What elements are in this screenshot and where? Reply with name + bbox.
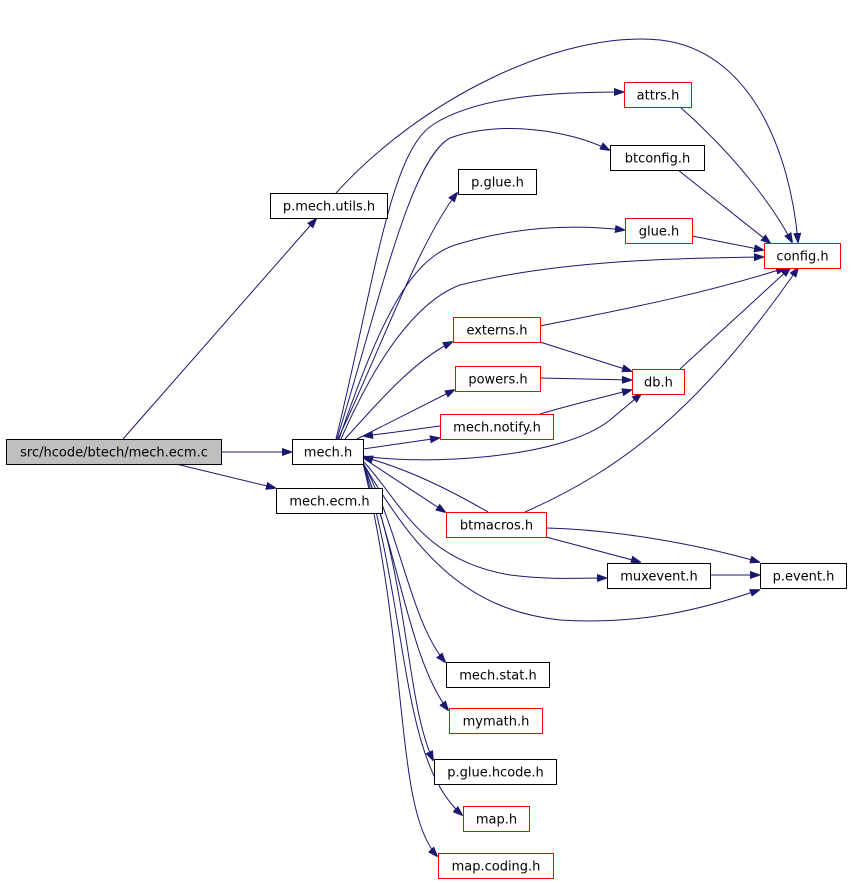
node-mech-notify-h[interactable]: mech.notify.h [440, 414, 554, 440]
node-label: db.h [644, 376, 673, 391]
node-label: mech.h [304, 446, 352, 461]
node-p-glue-h[interactable]: p.glue.h [458, 169, 537, 195]
node-box [624, 82, 692, 108]
node-p-mech-utils-h[interactable]: p.mech.utils.h [270, 193, 388, 219]
node-mech-ecm-c[interactable]: src/hcode/btech/mech.ecm.c [6, 439, 222, 465]
edge-mech-ecm-c-to-p-mech-utils-h [122, 219, 316, 440]
node-label: p.glue.hcode.h [447, 766, 544, 781]
node-label: src/hcode/btech/mech.ecm.c [20, 446, 208, 461]
edge-mech-ecm-c-to-mech-ecm-h [175, 463, 275, 488]
node-label: powers.h [468, 373, 527, 388]
node-box [6, 439, 222, 465]
node-glue-h[interactable]: glue.h [625, 218, 693, 244]
edge-btconfig-h-to-config-h [677, 169, 770, 243]
edge-btmacros-h-to-config-h [524, 268, 798, 513]
edge-mech-h-to-btconfig-h [336, 128, 609, 440]
edge-mech-notify-h-to-mech-h [364, 425, 441, 436]
edge-db-h-to-config-h [679, 268, 790, 370]
node-box [292, 439, 364, 465]
node-label: btconfig.h [625, 152, 691, 167]
node-box [449, 708, 543, 734]
node-config-h[interactable]: config.h [764, 243, 841, 269]
node-box [607, 563, 711, 589]
node-label: config.h [776, 250, 828, 265]
edge-btmacros-h-to-mech-h [364, 457, 489, 513]
edge-mech-h-to-glue-h [338, 227, 624, 440]
node-label: attrs.h [637, 89, 680, 104]
node-mech-h[interactable]: mech.h [292, 439, 364, 465]
edge-mech-h-to-p-glue-h [337, 193, 457, 440]
node-box [760, 563, 847, 589]
edge-externs-h-to-db-h [539, 341, 631, 371]
node-muxevent-h[interactable]: muxevent.h [607, 563, 711, 589]
node-box [440, 414, 554, 440]
node-label: map.h [476, 813, 517, 828]
node-label: mech.stat.h [459, 669, 537, 684]
edge-mech-h-to-externs-h [344, 342, 452, 440]
node-btconfig-h[interactable]: btconfig.h [610, 145, 705, 171]
node-box [764, 243, 841, 269]
edge-glue-h-to-config-h [691, 235, 763, 250]
node-label: mech.notify.h [453, 421, 541, 436]
node-label: map.coding.h [452, 860, 541, 875]
node-btmacros-h[interactable]: btmacros.h [446, 512, 547, 538]
edge-mech-h-to-muxevent-h [362, 460, 606, 578]
node-box [455, 366, 541, 392]
node-label: btmacros.h [460, 519, 533, 534]
node-label: glue.h [639, 225, 679, 240]
node-box [463, 806, 530, 832]
edge-mech-notify-h-to-db-h [539, 390, 631, 415]
edge-mech-h-to-db-h [362, 394, 641, 461]
node-mymath-h[interactable]: mymath.h [449, 708, 543, 734]
nodes-layer: src/hcode/btech/mech.ecm.c p.mech.utils.h… [6, 82, 847, 879]
node-box [453, 317, 541, 343]
node-mech-ecm-h[interactable]: mech.ecm.h [276, 488, 383, 514]
node-powers-h[interactable]: powers.h [455, 366, 541, 392]
edge-mech-h-to-powers-h [356, 390, 454, 440]
node-box [276, 488, 383, 514]
edge-externs-h-to-config-h [539, 268, 785, 327]
node-p-glue-hcode-h[interactable]: p.glue.hcode.h [434, 759, 557, 785]
node-label: muxevent.h [620, 570, 698, 585]
node-box [434, 759, 557, 785]
edge-mech-h-to-mech-notify-h [362, 438, 439, 450]
edge-mech-h-to-map-h [362, 462, 462, 815]
node-map-h[interactable]: map.h [463, 806, 530, 832]
edge-mech-h-to-config-h [340, 257, 763, 440]
node-box [446, 662, 550, 688]
node-label: mech.ecm.h [289, 495, 369, 510]
node-box [625, 218, 693, 244]
edge-btmacros-h-to-muxevent-h [545, 536, 640, 562]
node-label: p.glue.h [471, 176, 524, 191]
node-box [458, 169, 537, 195]
node-mech-stat-h[interactable]: mech.stat.h [446, 662, 550, 688]
node-box [438, 853, 554, 879]
node-map-coding-h[interactable]: map.coding.h [438, 853, 554, 879]
edge-btmacros-h-to-p-event-h [545, 527, 759, 562]
edge-attrs-h-to-config-h [679, 106, 792, 242]
node-box [270, 193, 388, 219]
node-db-h[interactable]: db.h [632, 369, 685, 395]
edges-layer [122, 38, 798, 856]
edge-mech-h-to-map-coding-h [362, 462, 437, 856]
node-box [446, 512, 547, 538]
node-p-event-h[interactable]: p.event.h [760, 563, 847, 589]
node-attrs-h[interactable]: attrs.h [624, 82, 692, 108]
edge-mech-h-to-attrs-h [335, 92, 623, 440]
node-label: mymath.h [463, 715, 530, 730]
node-box [610, 145, 705, 171]
node-box [632, 369, 685, 395]
edge-mech-h-to-p-event-h [362, 462, 759, 622]
node-externs-h[interactable]: externs.h [453, 317, 541, 343]
node-label: p.event.h [773, 570, 835, 585]
node-label: externs.h [466, 324, 527, 339]
edge-powers-h-to-db-h [539, 378, 631, 380]
edge-p-mech-utils-h-to-config-h [335, 38, 798, 242]
node-label: p.mech.utils.h [283, 200, 375, 215]
edge-mech-h-to-btmacros-h [362, 457, 445, 512]
